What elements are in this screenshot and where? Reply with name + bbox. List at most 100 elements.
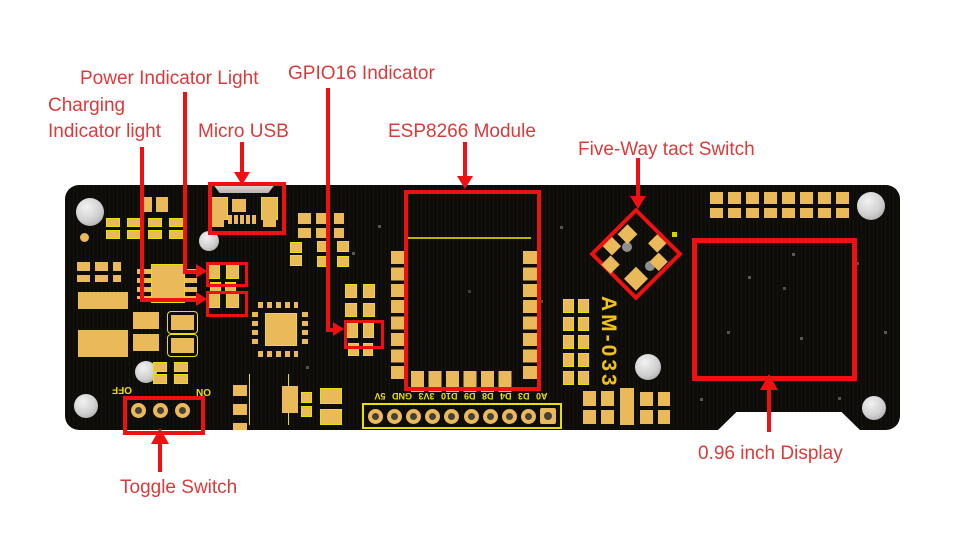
label-toggle-switch: Toggle Switch xyxy=(120,477,238,498)
switch-pad xyxy=(602,237,622,256)
usb-anchor-pad xyxy=(263,219,276,227)
capacitor xyxy=(167,334,198,357)
solid-pad xyxy=(78,292,128,309)
solid-pad xyxy=(78,330,128,357)
callout-line-power xyxy=(183,92,187,274)
toggle-pin xyxy=(131,403,146,418)
toggle-pin xyxy=(175,403,190,418)
smd-component xyxy=(563,298,589,313)
smd-component xyxy=(345,283,375,298)
board-specks xyxy=(0,0,3,3)
smd-component xyxy=(210,282,236,293)
callout-line-gpio16-h xyxy=(326,328,334,332)
smd-component xyxy=(345,302,375,317)
header-pin xyxy=(387,408,403,424)
label-gpio16-indicator: GPIO16 Indicator xyxy=(288,63,435,84)
usb-serial-ic xyxy=(265,313,297,346)
smd-component xyxy=(173,361,189,385)
qfp-pins-bottom xyxy=(258,351,298,357)
switch-pad xyxy=(648,234,667,253)
label-five-way-switch: Five-Way tact Switch xyxy=(578,139,755,160)
callout-line-power-h xyxy=(183,270,197,274)
esp-pads-left xyxy=(391,251,408,381)
mounting-hole-top-right xyxy=(857,192,885,220)
arrow-five-way xyxy=(630,196,646,209)
esp-pads-bottom xyxy=(411,371,512,392)
capacitor-pad xyxy=(133,334,159,351)
callout-line-esp xyxy=(463,142,467,178)
label-charging-indicator-line2: Indicator light xyxy=(48,121,162,142)
mounting-hole-bottom-left xyxy=(74,394,98,418)
arrow-usb xyxy=(234,172,250,185)
pad-pair-top-left xyxy=(140,197,168,212)
smd-component xyxy=(289,241,303,267)
callout-line-gpio16 xyxy=(326,88,330,332)
label-esp8266-module: ESP8266 Module xyxy=(388,121,536,142)
board-hole-under-usb xyxy=(199,231,219,251)
qfp-pins-right xyxy=(302,312,308,344)
callout-line-five-way xyxy=(636,158,640,198)
highlight-box-gpio16-led xyxy=(344,320,384,349)
highlight-box-esp8266 xyxy=(404,190,541,391)
capacitor-pad xyxy=(133,312,159,329)
smd-component xyxy=(147,217,163,240)
solid-pad xyxy=(620,388,634,425)
yellow-speck xyxy=(672,232,677,237)
callout-line-usb xyxy=(240,142,244,174)
ic-pins-right xyxy=(183,269,197,299)
callout-line-display xyxy=(767,390,771,432)
toggle-off-silkscreen: OFF xyxy=(112,384,132,395)
header-pin-1 xyxy=(539,408,556,424)
header-pin xyxy=(368,408,383,424)
callout-line-charging-h xyxy=(140,298,197,302)
gold-via xyxy=(80,233,89,242)
switch-pad xyxy=(649,252,668,271)
smd-component xyxy=(348,343,373,356)
smd-component xyxy=(336,241,350,267)
arrow-power xyxy=(196,264,207,278)
highlight-box-charging-led xyxy=(206,291,248,317)
label-power-indicator: Power Indicator Light xyxy=(80,68,259,89)
board-bottom-notch xyxy=(716,412,862,432)
esp-pads-right xyxy=(523,251,540,381)
callout-line-charging xyxy=(140,147,144,302)
mounting-hole-top-left xyxy=(76,198,104,226)
smd-component xyxy=(105,217,121,240)
pin-labels-silkscreen: A0 D3 D4 D8 D9 D10 3V3 GND 5V xyxy=(374,391,548,401)
charger-ic xyxy=(151,264,185,303)
smd-component xyxy=(563,352,589,367)
pad-grid-3x2 xyxy=(298,213,344,238)
smd-component xyxy=(563,370,589,385)
smd-component xyxy=(152,361,168,385)
board-hole-center-right xyxy=(635,354,661,380)
power-indicator-led xyxy=(207,263,239,280)
solid-pad xyxy=(282,386,298,413)
mounting-hole-bottom-right xyxy=(862,396,886,420)
label-micro-usb: Micro USB xyxy=(198,121,289,142)
callout-line-toggle xyxy=(158,444,162,472)
switch-pad xyxy=(623,266,649,291)
pad-row-top-right xyxy=(710,192,850,218)
esp-antenna-line xyxy=(407,237,531,239)
label-display: 0.96 inch Display xyxy=(698,443,843,464)
highlight-box-micro-usb xyxy=(208,182,286,235)
smd-component xyxy=(126,217,142,240)
pad-grid-2x2 xyxy=(583,391,616,424)
pad-grid-3x2 xyxy=(77,262,121,282)
qfp-pins-top xyxy=(258,302,298,308)
qfp-pins-left xyxy=(252,312,258,344)
header-pin xyxy=(425,408,441,424)
micro-usb-shell xyxy=(212,183,276,193)
header-pin xyxy=(406,408,422,424)
label-charging-indicator-line1: Charging xyxy=(48,95,126,116)
via xyxy=(622,242,632,252)
smd-component xyxy=(300,392,313,417)
charging-indicator-led xyxy=(207,292,239,309)
smd-component xyxy=(168,217,184,240)
board-hole-above-toggle xyxy=(135,361,157,383)
via xyxy=(645,261,655,271)
arrow-charging xyxy=(196,292,207,306)
capacitor xyxy=(167,311,198,334)
switch-pad xyxy=(617,224,638,245)
header-pin xyxy=(520,408,536,424)
